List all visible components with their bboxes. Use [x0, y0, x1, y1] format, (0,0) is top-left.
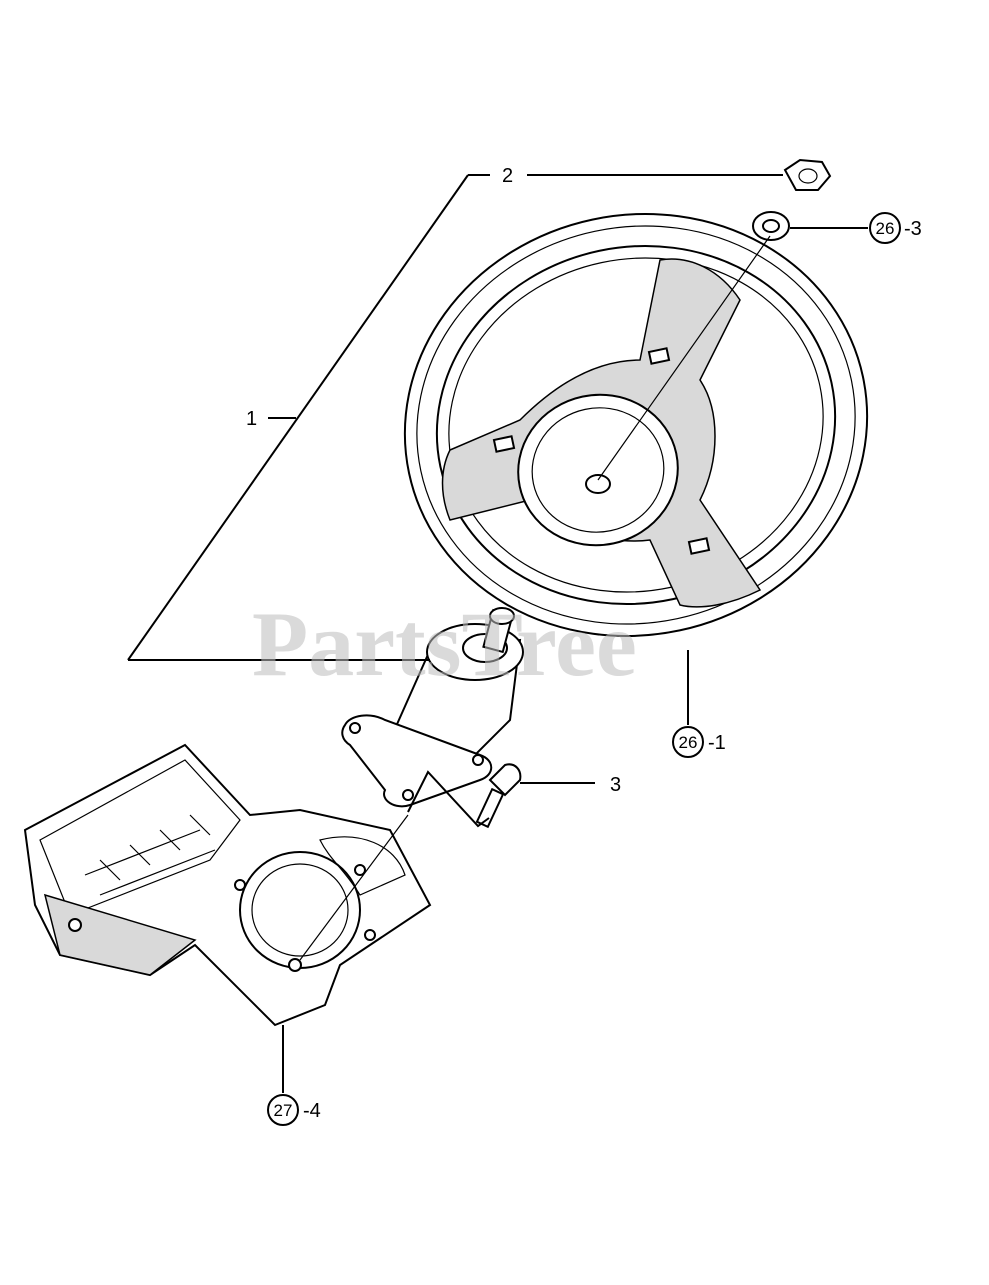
- callout-26-1: 26 -1: [672, 726, 726, 758]
- washer-icon: [752, 211, 790, 241]
- callout-2: 2: [502, 165, 513, 187]
- callout-27-4-number: 27: [274, 1101, 293, 1120]
- steering-column-icon: [341, 607, 524, 808]
- hex-nut-icon: [783, 158, 832, 191]
- callout-26-3-suffix: -3: [904, 218, 922, 240]
- bolt-icon: [475, 763, 522, 829]
- callout-26-1-number: 26: [679, 733, 698, 752]
- dash-housing-icon: [23, 743, 432, 1027]
- callout-26-1-suffix: -1: [708, 732, 726, 754]
- steering-wheel-icon: [403, 213, 869, 637]
- callout-3: 3: [610, 774, 621, 796]
- leader-lines: [127, 174, 868, 1093]
- watermark-text: PartsTree: [252, 593, 637, 695]
- callout-27-4: 27 -4: [267, 1094, 321, 1126]
- callout-26-3-number: 26: [876, 219, 895, 238]
- callout-27-4-suffix: -4: [303, 1100, 321, 1122]
- callout-26-3: 26 -3: [869, 212, 922, 244]
- callout-1: 1: [246, 408, 257, 430]
